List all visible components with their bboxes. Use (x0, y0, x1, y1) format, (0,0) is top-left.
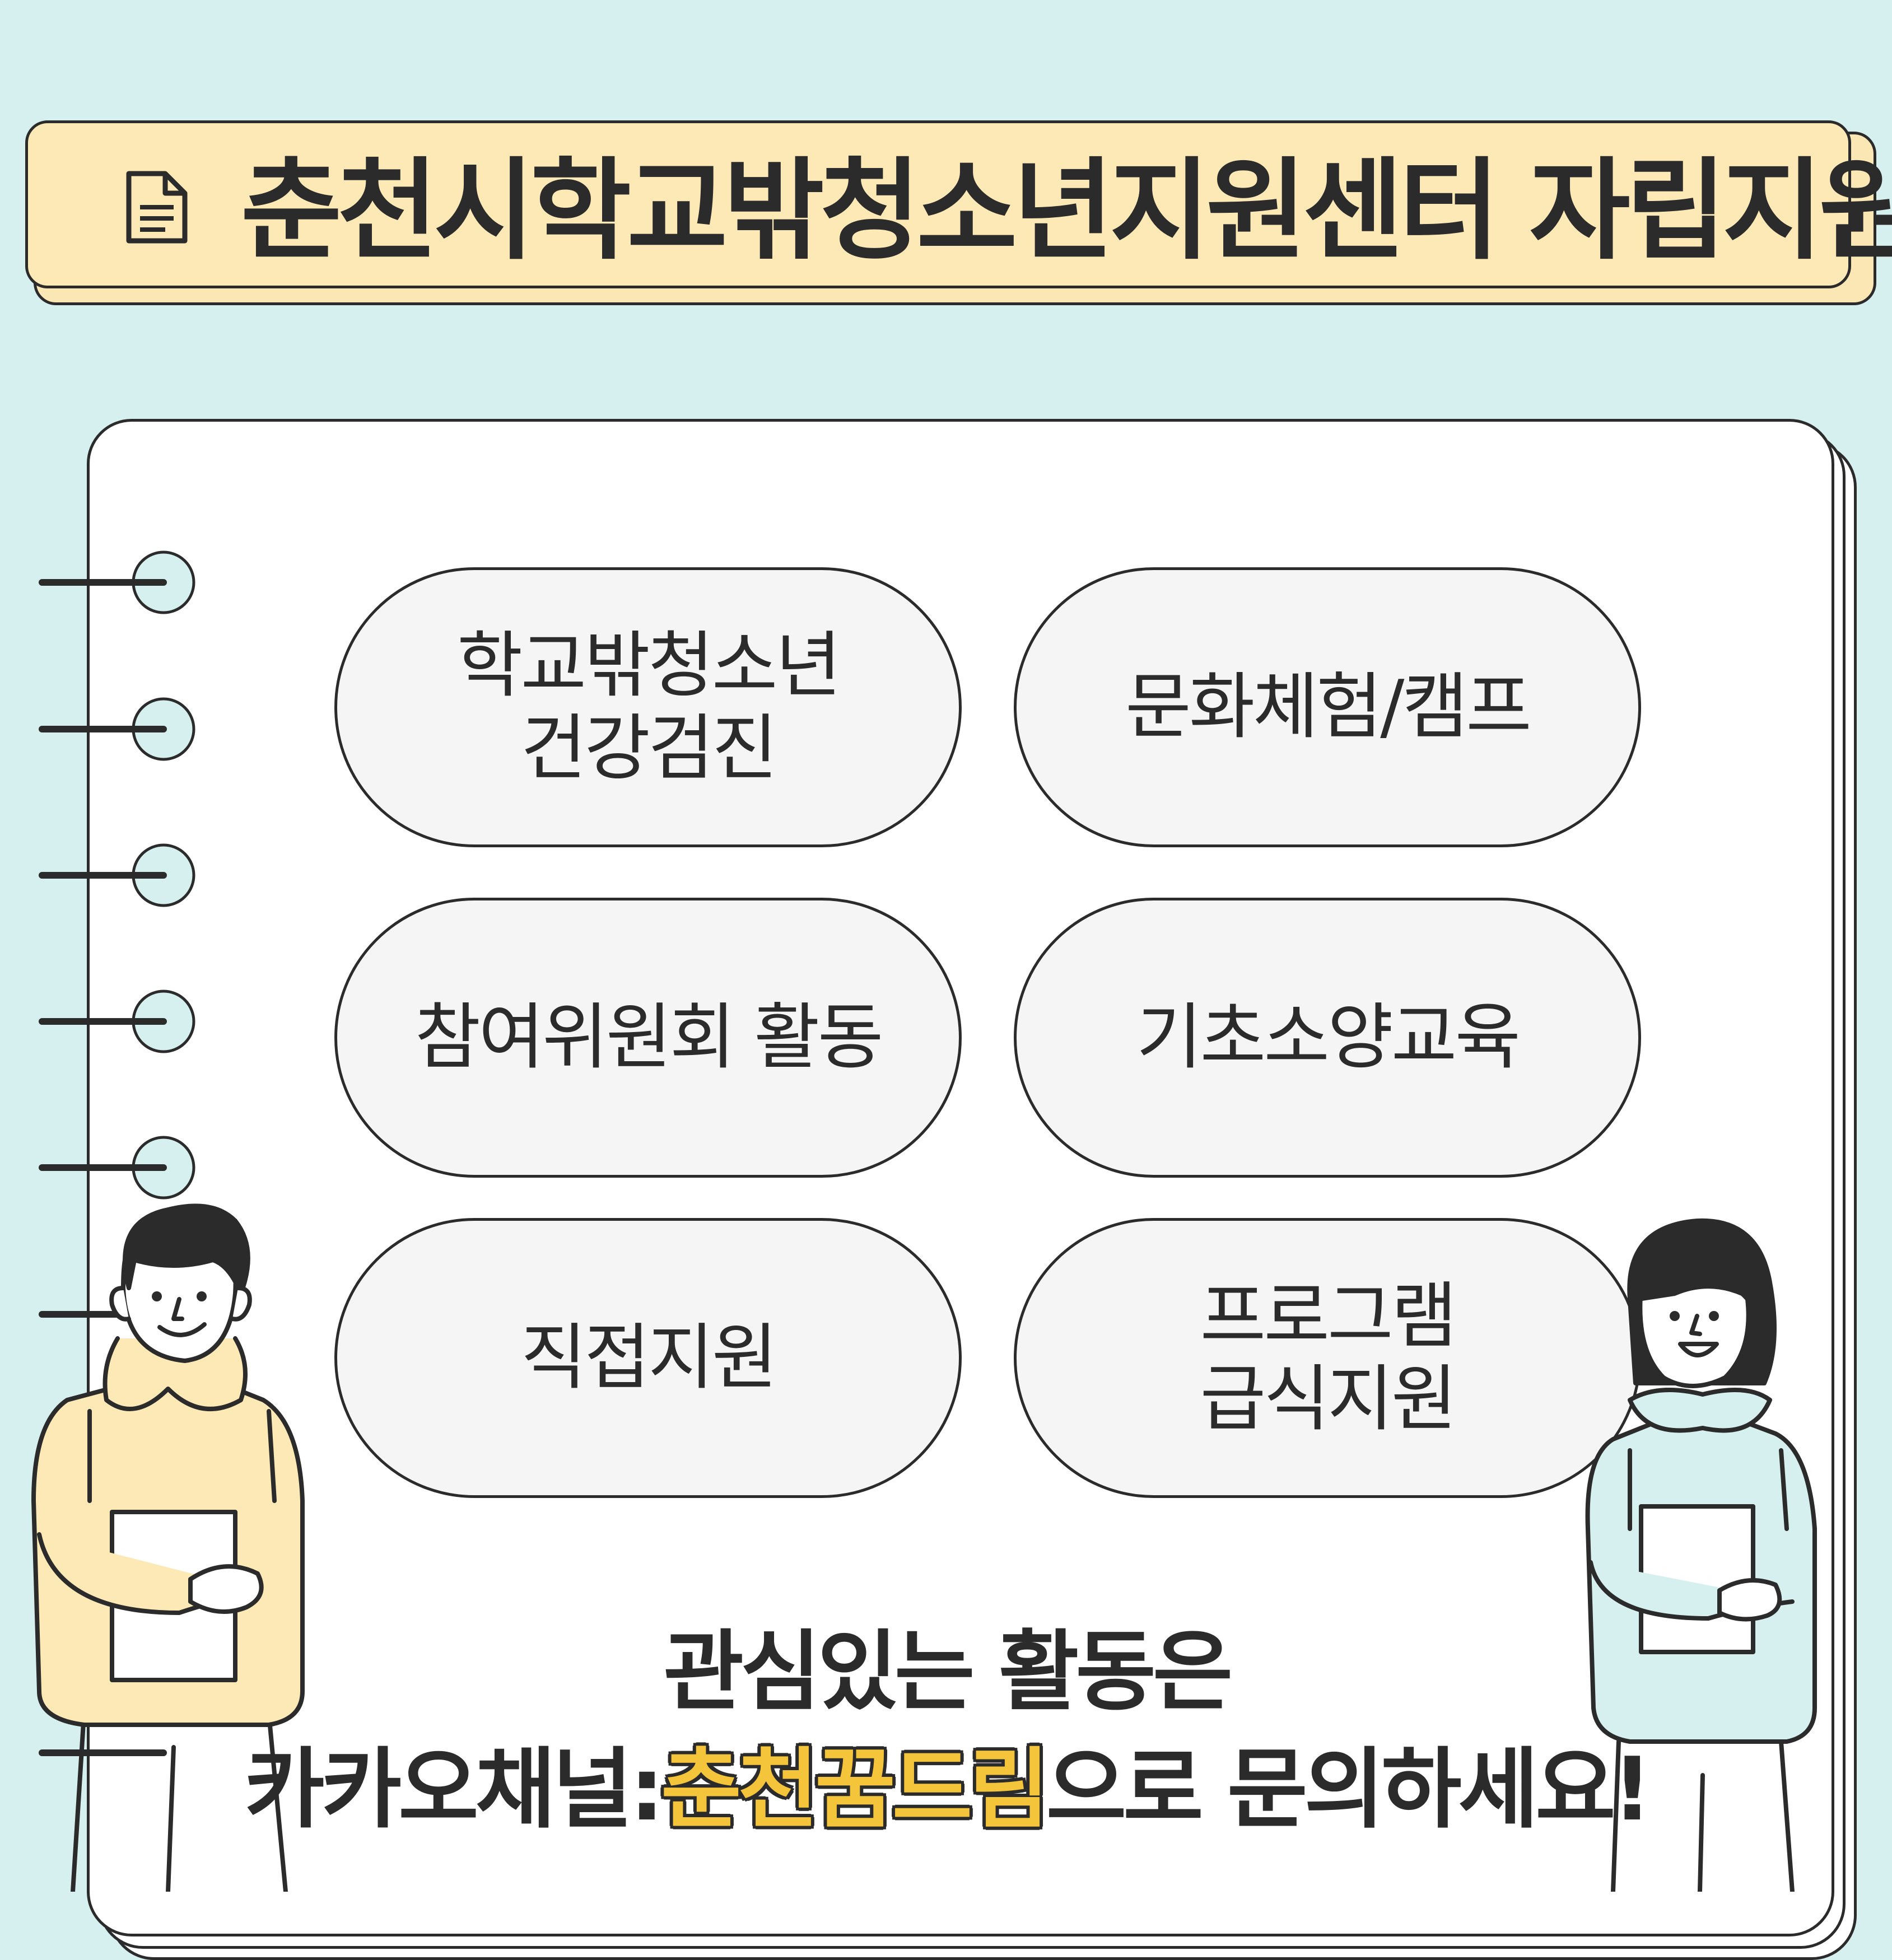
program-health-checkup: 학교밖청소년 건강검진 (334, 567, 962, 847)
program-label: 학교밖청소년 (456, 624, 842, 707)
program-label: 급식지원 (1200, 1357, 1457, 1441)
contact-message: 관심있는 활동은 카카오채널:춘천꿈드림으로 문의하세요! (213, 1613, 1680, 1848)
contact-line-2: 카카오채널:춘천꿈드림으로 문의하세요! (213, 1730, 1680, 1848)
kakao-channel-name: 춘천꿈드림 (661, 1738, 1050, 1840)
page-title: 춘천시학교밖청소년지원센터 자립지원 (241, 147, 1892, 275)
program-label: 기초소양교육 (1136, 996, 1521, 1079)
title-banner: 춘천시학교밖청소년지원센터 자립지원 (25, 120, 1892, 288)
contact-suffix: 으로 문의하세요! (1046, 1738, 1652, 1840)
program-basic-education: 기초소양교육 (1014, 898, 1641, 1178)
program-label: 참여위원회 활동 (414, 996, 883, 1079)
program-label: 프로그램 (1200, 1275, 1457, 1358)
contact-prefix: 카카오채널: (244, 1738, 664, 1840)
program-culture-camp: 문화체험/캠프 (1014, 567, 1641, 847)
document-icon (126, 171, 188, 244)
program-meal-support: 프로그램 급식지원 (1014, 1218, 1641, 1498)
program-label: 직접지원 (520, 1316, 777, 1399)
binder-rings (39, 550, 195, 1756)
program-label: 건강검진 (520, 707, 777, 790)
student-girl-illustration (1585, 1218, 1817, 1892)
program-label: 문화체험/캠프 (1125, 665, 1532, 749)
program-committee: 참여위원회 활동 (334, 898, 962, 1178)
program-direct-support: 직접지원 (334, 1218, 962, 1498)
contact-line-1: 관심있는 활동은 (663, 1621, 1233, 1723)
student-boy-illustration (31, 1203, 305, 1892)
